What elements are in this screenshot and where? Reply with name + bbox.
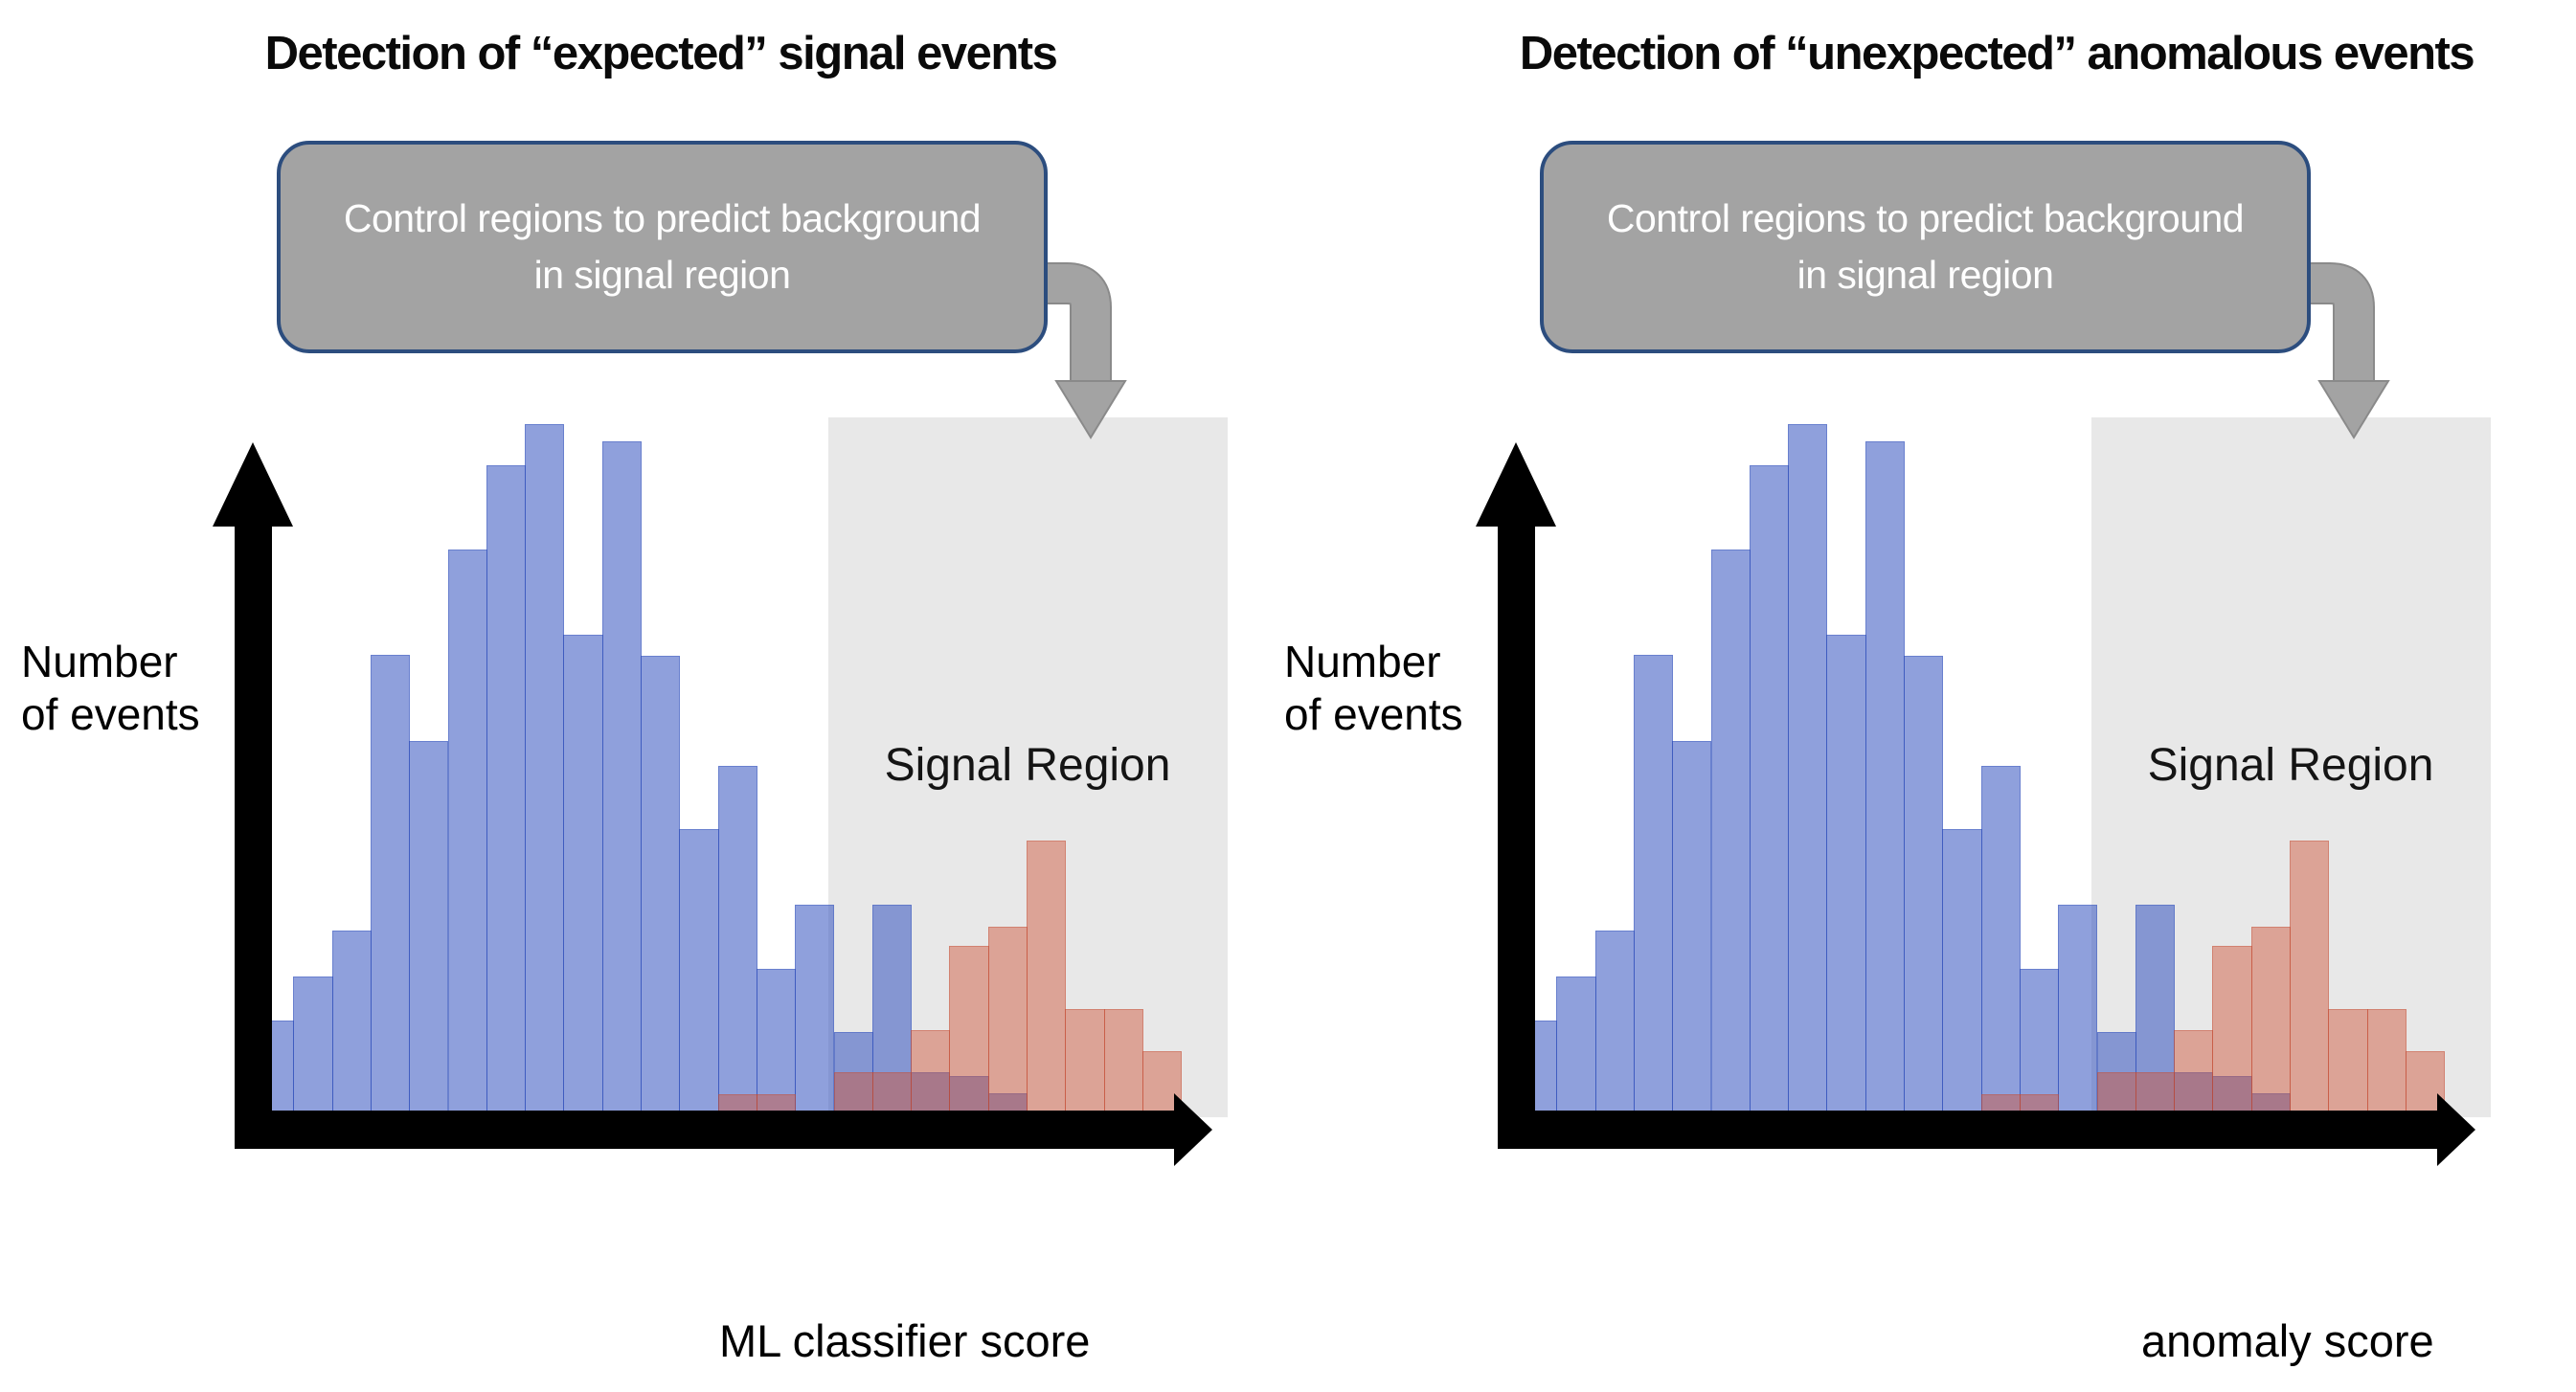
red-histogram-bar <box>2250 926 2291 1111</box>
signal-region-label: Signal Region <box>884 740 1171 791</box>
red-histogram-bar <box>2019 1093 2060 1111</box>
histogram-bars <box>1263 0 2576 1392</box>
x-axis <box>1498 1111 2439 1149</box>
blue-histogram-bar <box>717 766 757 1111</box>
blue-histogram-bar <box>293 977 333 1111</box>
y-axis-arrowhead-icon <box>213 442 293 527</box>
blue-histogram-bar <box>1864 440 1905 1111</box>
red-histogram-bar <box>2096 1071 2136 1111</box>
red-histogram-bar <box>1103 1008 1143 1111</box>
x-axis <box>235 1111 1176 1149</box>
blue-histogram-bar <box>641 656 681 1111</box>
callout-box: Control regions to predict background in… <box>1540 141 2311 353</box>
blue-histogram-bar <box>679 829 719 1111</box>
red-histogram-bar <box>833 1071 873 1111</box>
blue-histogram-bar <box>1710 550 1751 1111</box>
blue-histogram-bar <box>1594 931 1635 1111</box>
red-histogram-bar <box>717 1093 757 1111</box>
red-histogram-bar <box>2328 1008 2368 1111</box>
panel-unexpected-anomalous: Detection of “unexpected” anomalous even… <box>1263 0 2576 1392</box>
red-histogram-bar <box>2174 1030 2214 1111</box>
blue-histogram-bar <box>1633 654 1674 1111</box>
red-histogram-bar <box>2366 1008 2407 1111</box>
panel-expected-signal: Detection of “expected” signal events Co… <box>21 28 1228 1366</box>
red-histogram-bar <box>1027 841 1067 1111</box>
blue-histogram-bar <box>2019 969 2060 1111</box>
blue-histogram-bar <box>987 1093 1028 1111</box>
blue-histogram-bar <box>1749 465 1790 1111</box>
red-histogram-bar <box>871 1071 913 1111</box>
y-axis-arrowhead-icon <box>1476 442 1556 527</box>
panel-title: Detection of “expected” signal events <box>264 28 1058 79</box>
x-axis-label: anomaly score <box>2141 1315 2434 1366</box>
blue-histogram-bar <box>1556 977 1596 1111</box>
callout-text-line1: Control regions to predict background <box>1606 196 2245 240</box>
y-axis <box>1498 517 1535 1149</box>
red-histogram-bar <box>949 945 989 1111</box>
histogram-bars <box>255 424 1183 1111</box>
blue-histogram-bar <box>911 1071 951 1111</box>
blue-histogram-bar <box>2096 1032 2136 1111</box>
red-histogram-bar <box>756 1093 797 1111</box>
x-axis-arrowhead-icon <box>2437 1093 2475 1166</box>
red-histogram-bar <box>1980 1093 2021 1111</box>
blue-histogram-bar <box>331 931 372 1111</box>
callout-elbow-arrow-icon <box>2311 262 2390 439</box>
blue-histogram-bar <box>601 440 642 1111</box>
callout-elbow-arrow-icon <box>1048 262 1127 439</box>
blue-histogram-bar <box>1980 766 2021 1111</box>
blue-histogram-bar <box>486 465 527 1111</box>
blue-histogram-bar <box>1672 741 1712 1111</box>
blue-histogram-bar <box>871 904 913 1111</box>
callout-text-line2: in signal region <box>533 253 791 297</box>
red-histogram-bar <box>2290 841 2330 1111</box>
blue-histogram-bar <box>1942 829 1982 1111</box>
blue-histogram-bar <box>2135 904 2176 1111</box>
callout-text-line1: Control regions to predict background <box>343 196 982 240</box>
blue-histogram-bar <box>2250 1093 2291 1111</box>
blue-histogram-bar <box>563 635 603 1111</box>
blue-histogram-bar <box>1788 424 1828 1111</box>
blue-histogram-bar <box>370 654 411 1111</box>
blue-histogram-bar <box>756 969 797 1111</box>
blue-histogram-bar <box>795 904 835 1111</box>
panel-title: Detection of “unexpected” anomalous even… <box>1519 28 2475 79</box>
blue-histogram-bar <box>2058 904 2098 1111</box>
x-axis-label: ML classifier score or physics motivated… <box>719 1315 1091 1366</box>
y-axis-label: Number of events <box>1284 637 1463 739</box>
red-histogram-bar <box>2405 1051 2446 1111</box>
signal-region-label: Signal Region <box>2147 740 2434 791</box>
y-axis <box>235 517 272 1149</box>
blue-histogram-bar <box>1904 656 1944 1111</box>
y-axis-label: Number of events <box>21 637 200 739</box>
red-histogram-bar <box>1065 1008 1105 1111</box>
red-histogram-bar <box>2212 945 2252 1111</box>
red-histogram-bar <box>911 1030 951 1111</box>
callout-text-line2: in signal region <box>1796 253 2054 297</box>
red-histogram-bar <box>987 926 1028 1111</box>
blue-histogram-bar <box>949 1076 989 1111</box>
x-axis-arrowhead-icon <box>1174 1093 1212 1166</box>
callout-box: Control regions to predict background in… <box>277 141 1048 353</box>
blue-histogram-bar <box>525 424 565 1111</box>
blue-histogram-bar <box>409 741 449 1111</box>
blue-histogram-bar <box>447 550 487 1111</box>
red-histogram-bar <box>2135 1071 2176 1111</box>
blue-histogram-bar <box>1826 635 1866 1111</box>
